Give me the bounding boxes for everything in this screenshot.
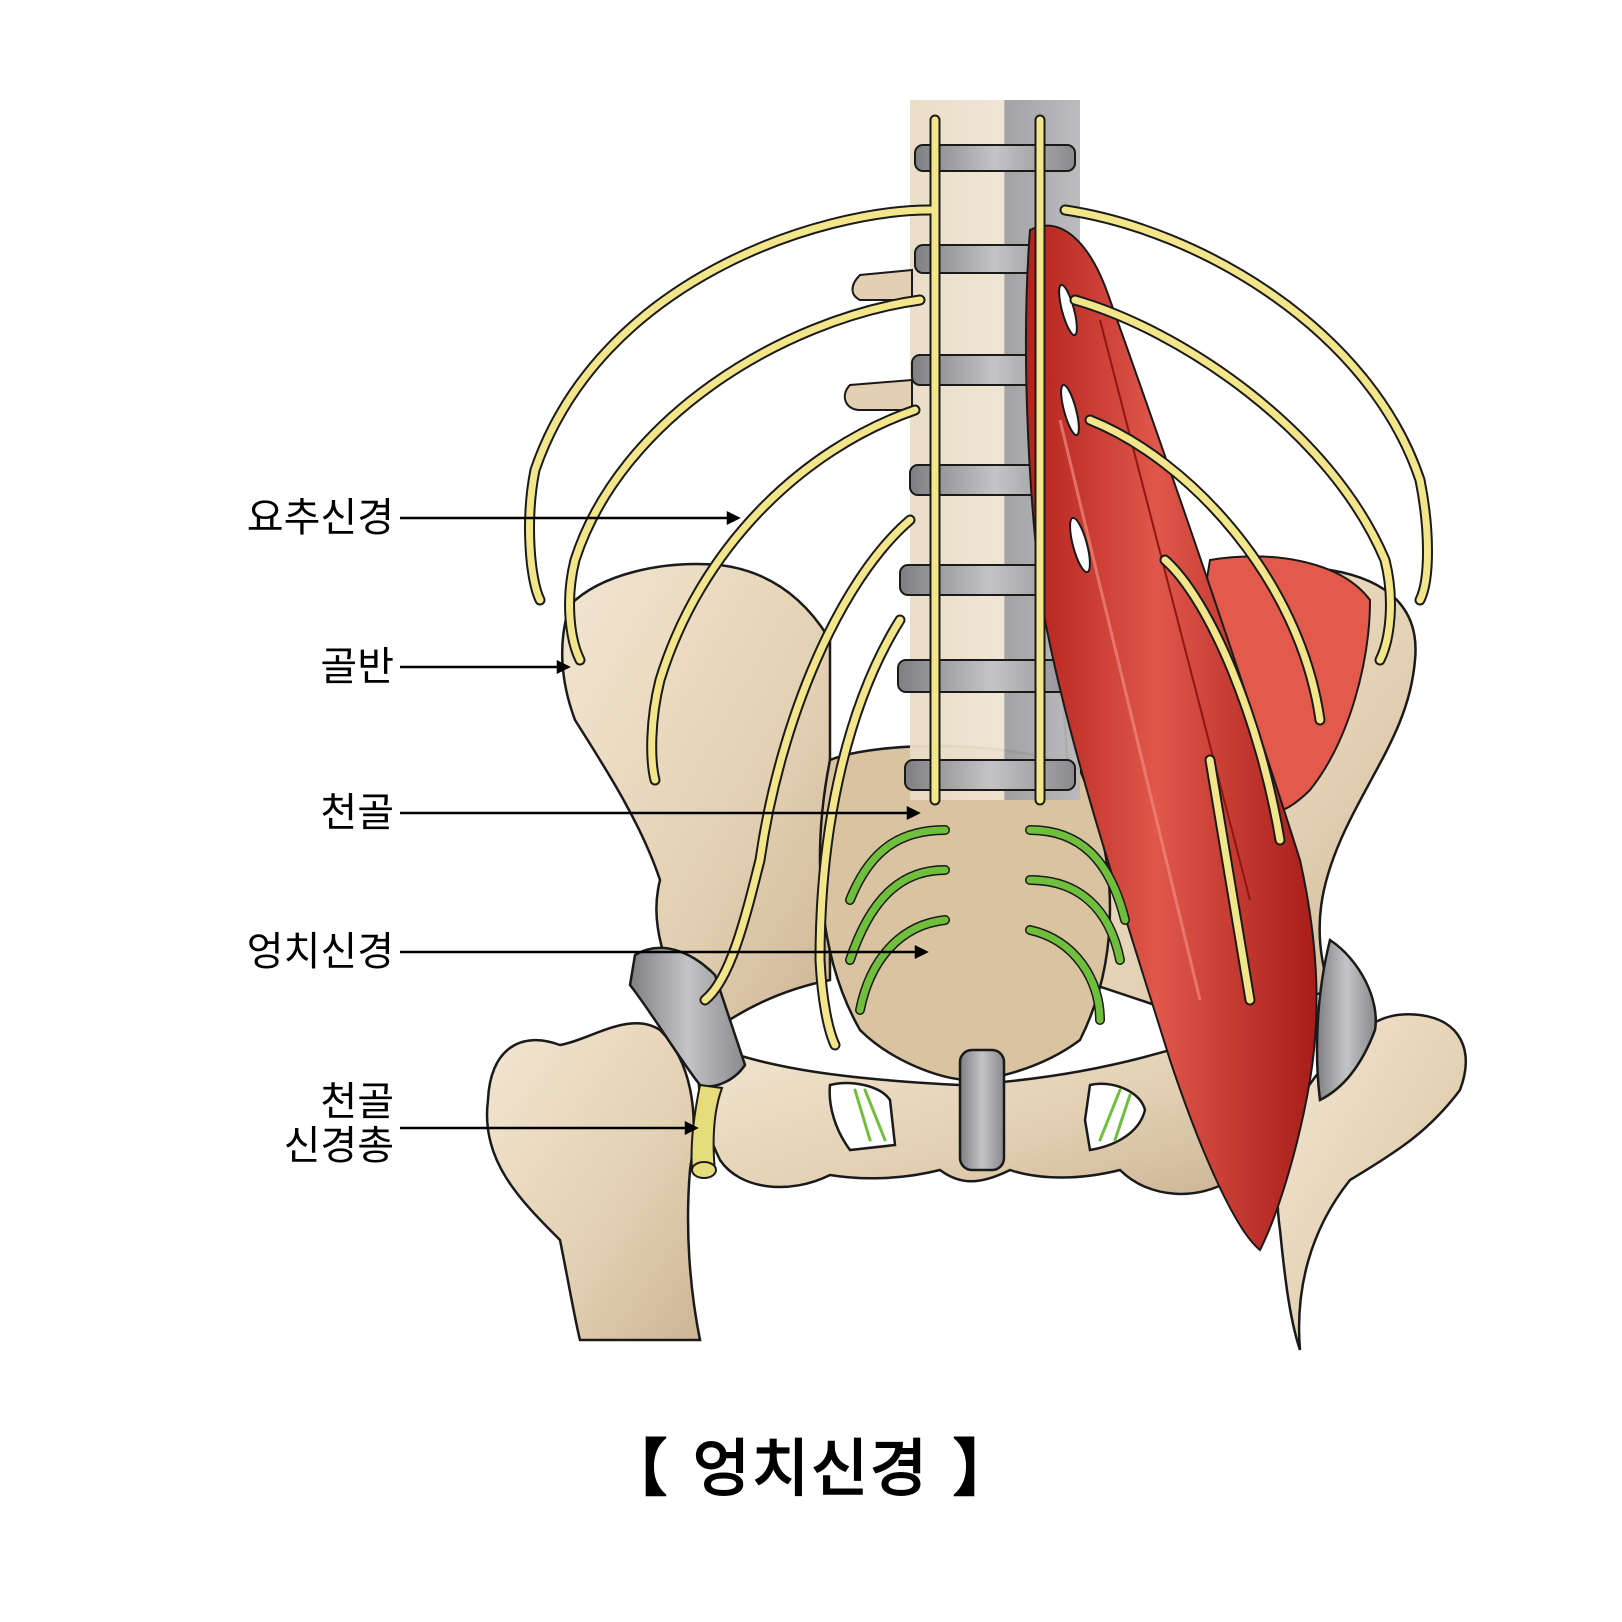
disc <box>904 759 1076 791</box>
transverse-process <box>843 378 913 411</box>
right-obturator-foramen <box>1083 1082 1147 1152</box>
pubic-symphysis-cartilage <box>958 1048 1006 1172</box>
transverse-process <box>851 268 913 301</box>
label-sacral-plexus-line1: 천골 <box>320 1079 394 1125</box>
figure-title: 【 엉치신경 】 <box>605 1432 1017 1505</box>
right-hip-joint-cartilage <box>1315 937 1378 1102</box>
label-sacrum: 천골 <box>320 790 394 836</box>
sacral-nerves <box>845 825 1132 1142</box>
label-lumbar-nerve: 요추신경 <box>246 495 394 541</box>
leader-lines <box>400 510 929 1136</box>
label-pelvis: 골반 <box>320 644 394 690</box>
left-femur <box>485 1022 702 1342</box>
sacral-plexus-trunk <box>690 1083 724 1179</box>
label-sacral-nerve: 엉치신경 <box>246 929 394 975</box>
label-sacral-plexus: 천골 신경총 <box>284 1080 394 1168</box>
label-sacral-plexus-line2: 신경총 <box>283 1123 394 1169</box>
lumbar-nerves <box>524 114 1433 1179</box>
